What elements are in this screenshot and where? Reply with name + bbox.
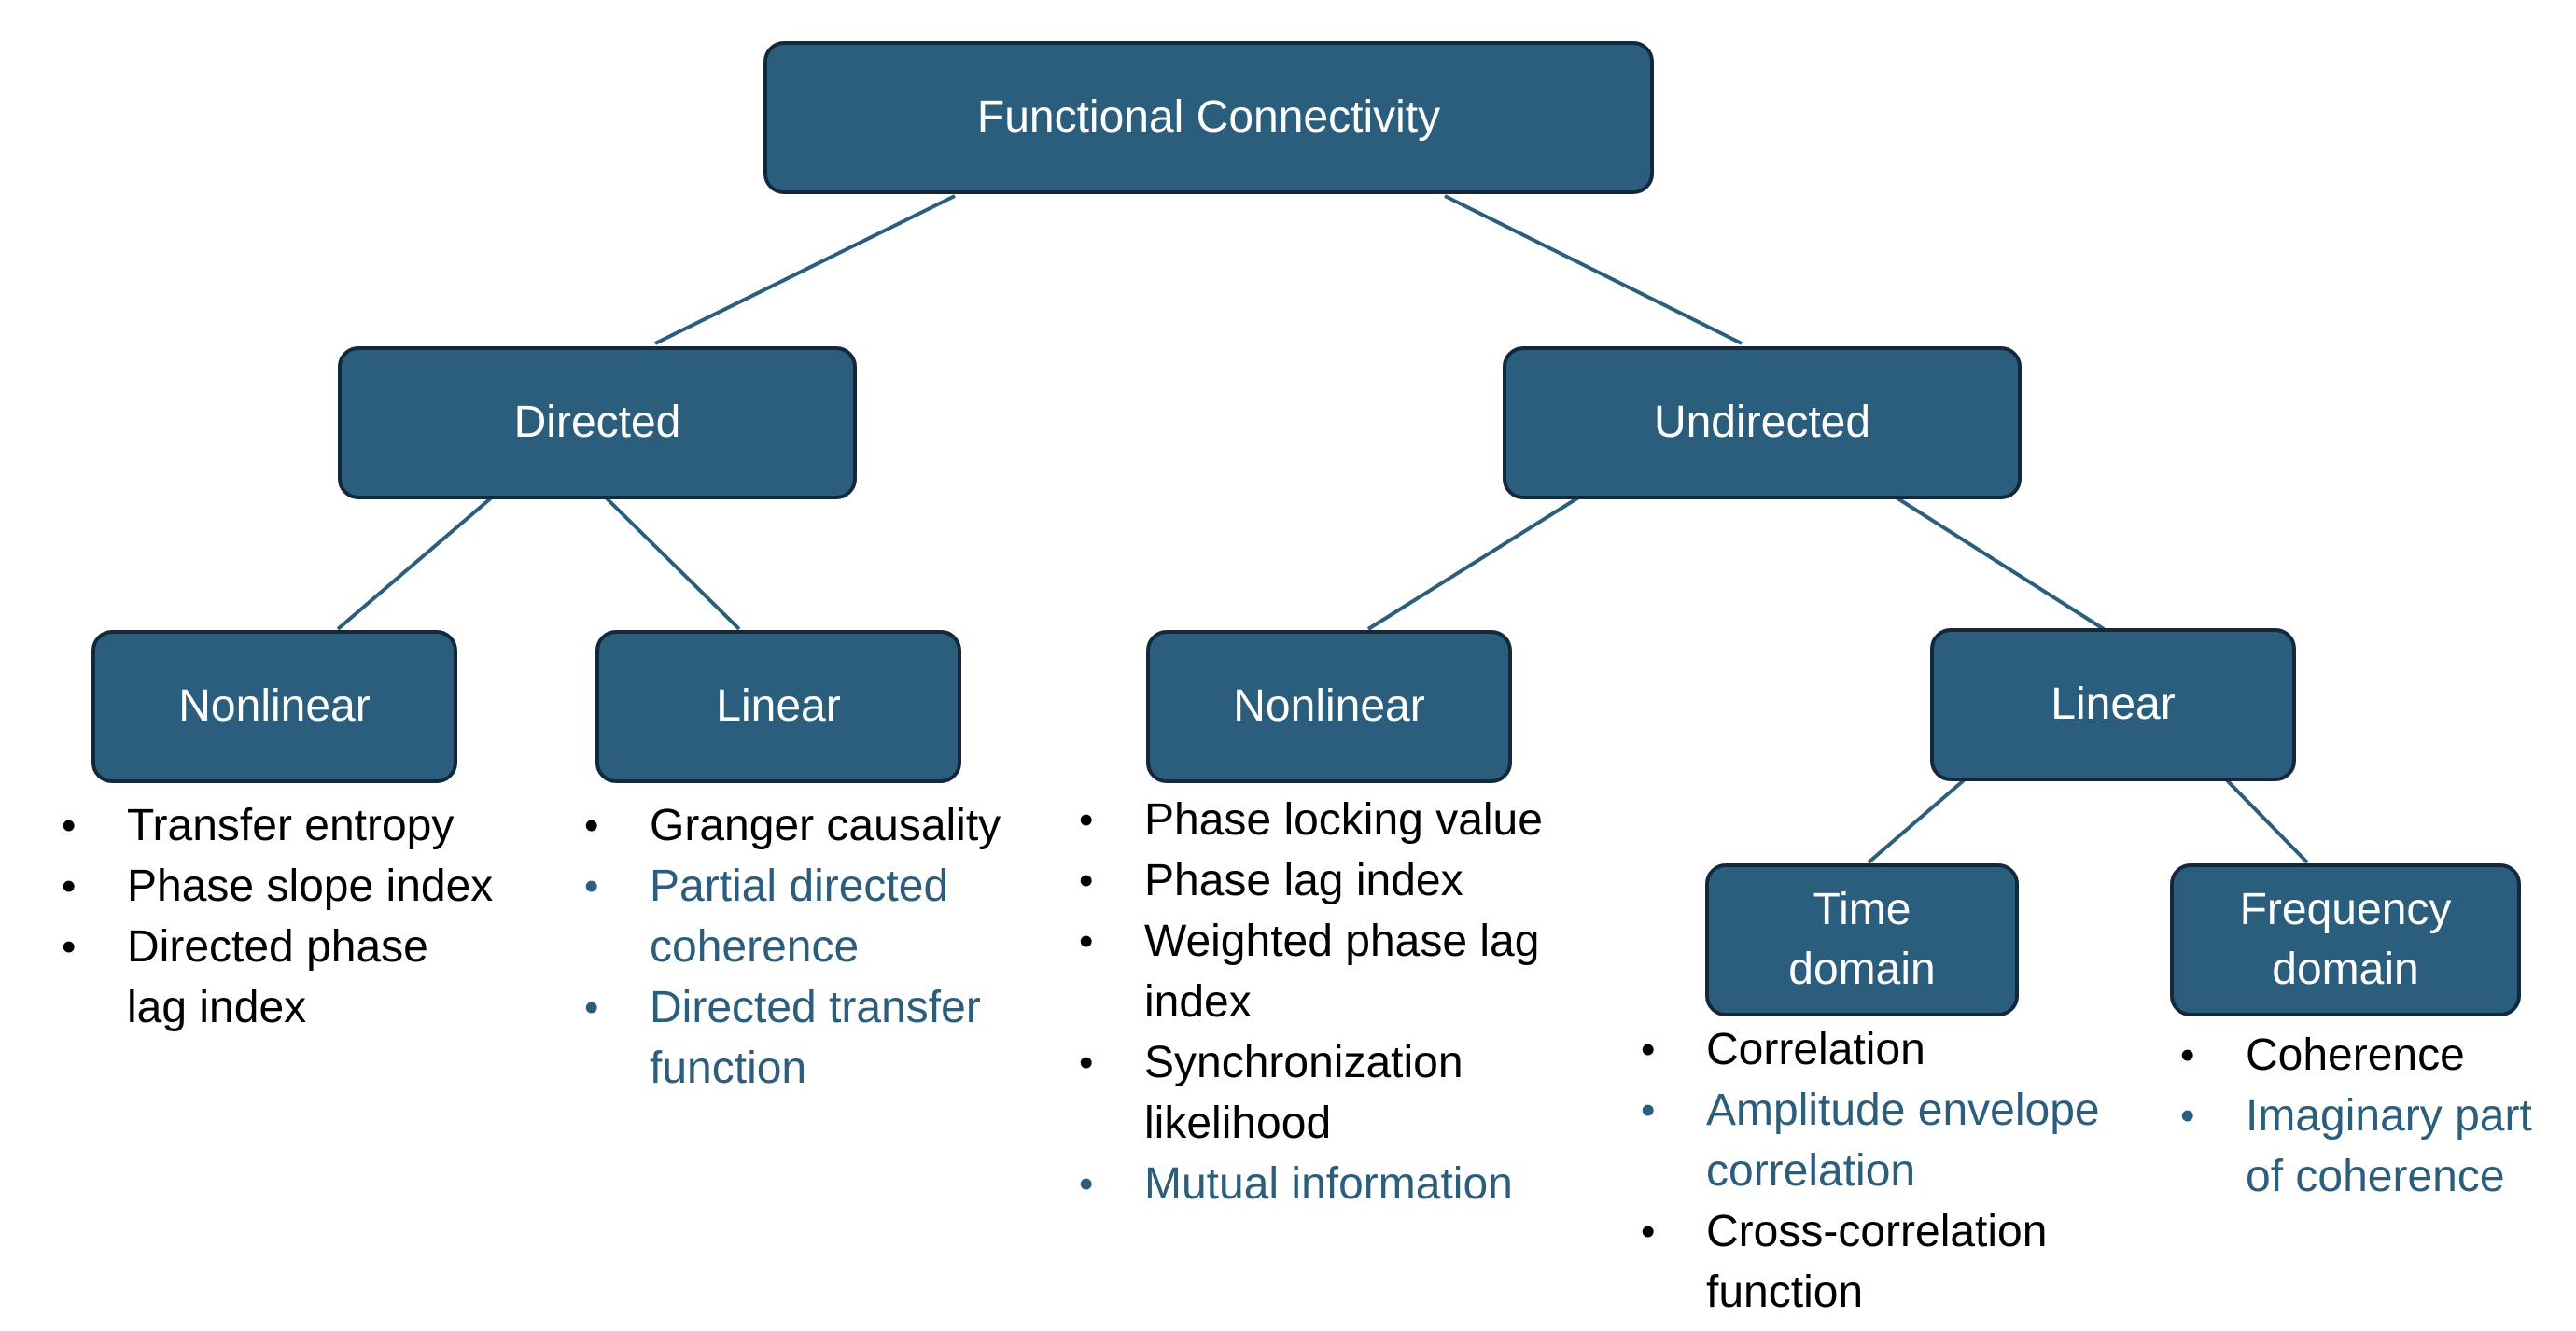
list-item: Phase slope index — [62, 856, 500, 917]
list-item: Directed phase lag index — [62, 917, 500, 1038]
root-node-label: Functional Connectivity — [976, 92, 1441, 142]
frequency-domain-label-line2: domain — [2272, 945, 2419, 994]
root-node: Functional Connectivity — [763, 41, 1654, 194]
list-item: Synchronization likelihood — [1079, 1032, 1602, 1154]
list-item: Imaginary part of coherence — [2180, 1086, 2572, 1207]
directed-node-label: Directed — [513, 398, 681, 447]
connector-directed-linear — [603, 495, 741, 631]
connector-undirected-nonlinear — [1366, 495, 1582, 631]
time-domain-label-line1: Time — [1813, 885, 1911, 934]
list-item: Weighted phase lag index — [1079, 911, 1602, 1032]
connector-directed-nonlinear — [336, 495, 495, 631]
directed-nonlinear-list: Transfer entropy Phase slope index Direc… — [62, 795, 500, 1038]
list-item: Partial directed coherence — [584, 856, 1032, 977]
directed-linear-label: Linear — [716, 681, 841, 731]
undirected-node-label: Undirected — [1653, 398, 1871, 447]
connector-root-directed — [654, 194, 956, 345]
frequency-domain-node: Frequency domain — [2170, 863, 2521, 1016]
list-item: Cross-correlation function — [1641, 1201, 2163, 1323]
undirected-linear-label: Linear — [2051, 680, 2176, 729]
undirected-node: Undirected — [1503, 346, 2022, 499]
list-item: Phase locking value — [1079, 790, 1602, 850]
undirected-nonlinear-list: Phase locking value Phase lag index Weig… — [1079, 790, 1602, 1214]
connector-root-undirected — [1444, 194, 1743, 345]
time-domain-list: Correlation Amplitude envelope correlati… — [1641, 1019, 2163, 1323]
list-item: Correlation — [1641, 1019, 2163, 1080]
directed-node: Directed — [338, 346, 857, 499]
list-item: Phase lag index — [1079, 850, 1602, 911]
directed-linear-node: Linear — [595, 630, 961, 783]
list-item: Directed transfer function — [584, 977, 1032, 1099]
undirected-nonlinear-label: Nonlinear — [1233, 681, 1425, 731]
undirected-linear-node: Linear — [1930, 628, 2296, 781]
list-item: Granger causality — [584, 795, 1032, 856]
list-item: Coherence — [2180, 1025, 2572, 1086]
frequency-domain-label-line1: Frequency — [2239, 885, 2452, 934]
time-domain-node: Time domain — [1705, 863, 2019, 1016]
directed-nonlinear-label: Nonlinear — [178, 681, 371, 731]
time-domain-label-line2: domain — [1788, 945, 1936, 994]
connector-linear-frequency-domain — [2225, 778, 2309, 864]
list-item: Transfer entropy — [62, 795, 500, 856]
list-item: Mutual information — [1079, 1154, 1602, 1214]
connector-linear-time-domain — [1867, 778, 1966, 864]
list-item: Amplitude envelope correlation — [1641, 1080, 2163, 1201]
undirected-nonlinear-node: Nonlinear — [1146, 630, 1512, 783]
directed-linear-list: Granger causality Partial directed coher… — [584, 795, 1032, 1099]
frequency-domain-list: Coherence Imaginary part of coherence — [2180, 1025, 2572, 1207]
connector-undirected-linear — [1893, 495, 2106, 631]
directed-nonlinear-node: Nonlinear — [91, 630, 457, 783]
